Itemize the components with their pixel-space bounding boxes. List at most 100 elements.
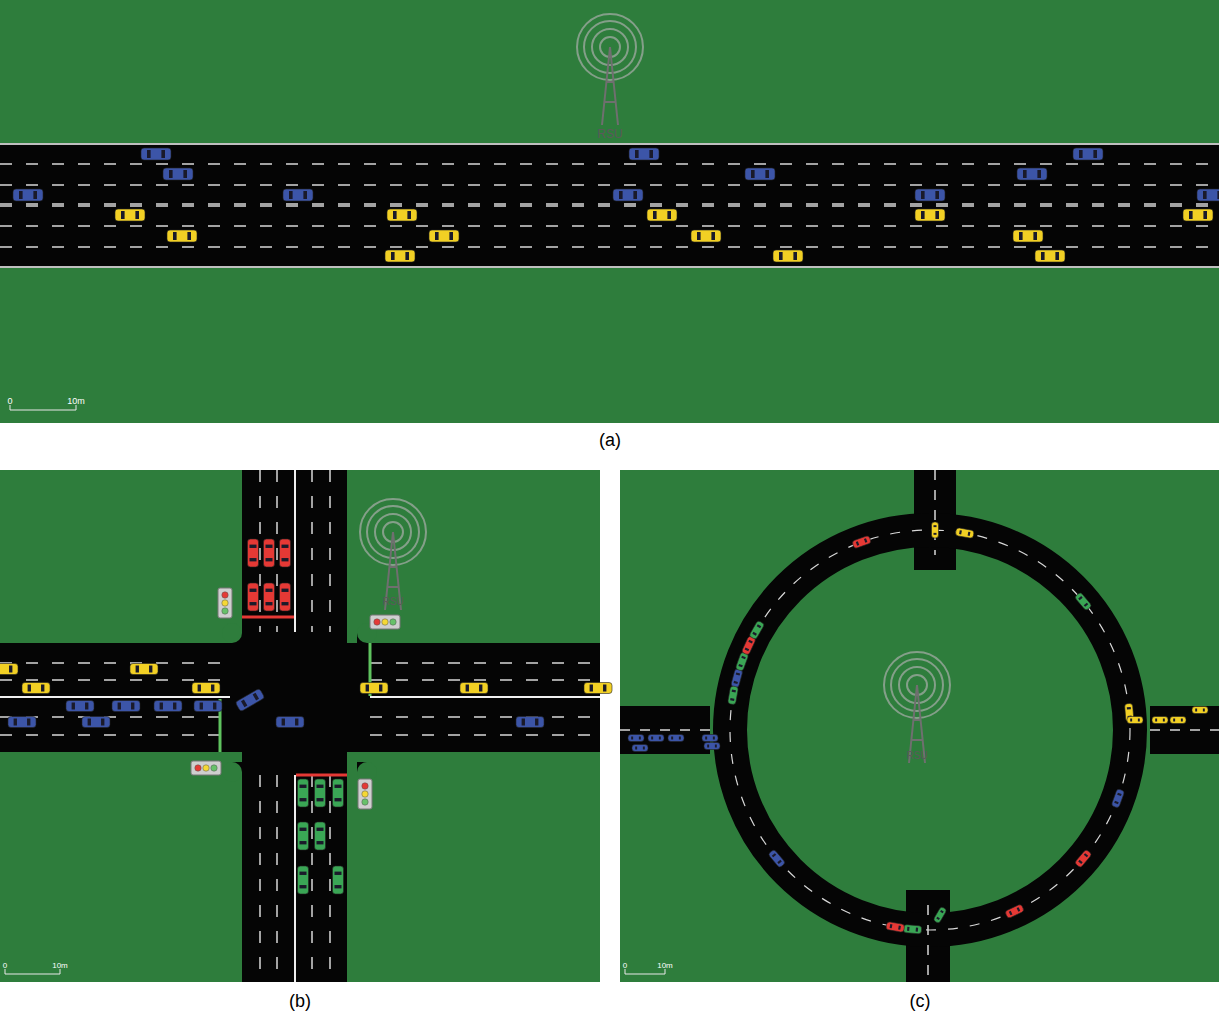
car — [955, 528, 974, 539]
scale-length: 10m — [52, 962, 68, 970]
lane-line — [311, 775, 313, 982]
lane-line — [927, 905, 929, 982]
car — [903, 924, 922, 934]
car — [768, 849, 786, 868]
car — [1197, 189, 1219, 201]
car — [264, 539, 275, 567]
car — [333, 779, 344, 807]
lane-line — [620, 729, 712, 731]
car — [82, 717, 110, 728]
lane-line — [259, 775, 261, 982]
car — [112, 701, 140, 712]
car — [194, 701, 222, 712]
scale-bar — [625, 974, 665, 975]
car — [613, 189, 643, 201]
car — [163, 168, 193, 180]
lane-line — [934, 470, 936, 555]
car — [192, 683, 220, 694]
traffic-light — [370, 615, 400, 629]
car — [628, 735, 644, 742]
rsu-tower — [577, 14, 643, 125]
car — [1074, 849, 1092, 868]
car — [516, 717, 544, 728]
car — [298, 822, 309, 850]
lane-line — [311, 470, 313, 632]
scale-bar — [10, 405, 11, 410]
rsu-tower — [884, 652, 950, 763]
car — [735, 652, 749, 672]
car — [298, 866, 309, 894]
car — [629, 148, 659, 160]
car — [584, 683, 612, 694]
lane-line — [0, 184, 1219, 186]
car — [248, 539, 259, 567]
traffic-light — [358, 779, 372, 809]
car — [298, 779, 309, 807]
car — [66, 701, 94, 712]
car — [1073, 148, 1103, 160]
grass — [0, 0, 1219, 423]
car — [333, 866, 344, 894]
scale-bar — [76, 405, 77, 410]
car — [691, 230, 721, 242]
car — [315, 822, 326, 850]
center-line — [370, 696, 600, 698]
panel-label: (b) — [289, 992, 311, 1010]
stop-line — [296, 774, 347, 777]
lane-line — [0, 662, 230, 664]
scale-bar — [10, 410, 76, 411]
road — [0, 143, 1219, 268]
lane-line — [0, 679, 230, 681]
car — [1013, 230, 1043, 242]
panel-label: (c) — [910, 992, 931, 1010]
lane-line — [0, 225, 1219, 227]
lane-line — [329, 775, 331, 982]
car — [248, 583, 259, 611]
car — [115, 209, 145, 221]
lane-line — [0, 205, 1219, 207]
scale-length: 10m — [67, 397, 85, 406]
car — [1005, 904, 1025, 919]
scale-bar — [5, 969, 60, 974]
car — [276, 717, 304, 728]
scale-zero: 0 — [3, 962, 7, 970]
car — [728, 686, 739, 705]
car — [280, 539, 291, 567]
curb — [222, 762, 242, 782]
car — [385, 250, 415, 262]
scale-bar — [5, 974, 60, 975]
car — [1111, 789, 1125, 809]
lane-line — [276, 470, 278, 632]
panel-label: (a) — [599, 431, 621, 449]
car — [886, 921, 905, 932]
grass — [0, 470, 600, 982]
car — [460, 683, 488, 694]
traffic-light — [191, 761, 221, 775]
car — [283, 189, 313, 201]
car — [1074, 592, 1092, 611]
scale-zero: 0 — [7, 397, 12, 406]
scale-bar — [10, 405, 76, 410]
lane-line — [329, 470, 331, 632]
stop-line — [242, 616, 294, 619]
highway-panel — [0, 0, 1219, 423]
car — [141, 148, 171, 160]
lane-line — [0, 163, 1219, 165]
rsu-label: RSU — [382, 597, 403, 607]
car — [702, 735, 718, 742]
car — [1183, 209, 1213, 221]
center-line — [294, 470, 296, 632]
lane-line — [370, 734, 600, 736]
lane-line — [276, 775, 278, 982]
car — [429, 230, 459, 242]
lane-line — [1150, 729, 1219, 731]
car — [745, 168, 775, 180]
lane-line — [370, 679, 600, 681]
car — [632, 745, 648, 752]
car — [648, 735, 664, 742]
car — [1017, 168, 1047, 180]
car — [731, 669, 743, 688]
car — [915, 189, 945, 201]
road-edge — [0, 143, 1219, 145]
